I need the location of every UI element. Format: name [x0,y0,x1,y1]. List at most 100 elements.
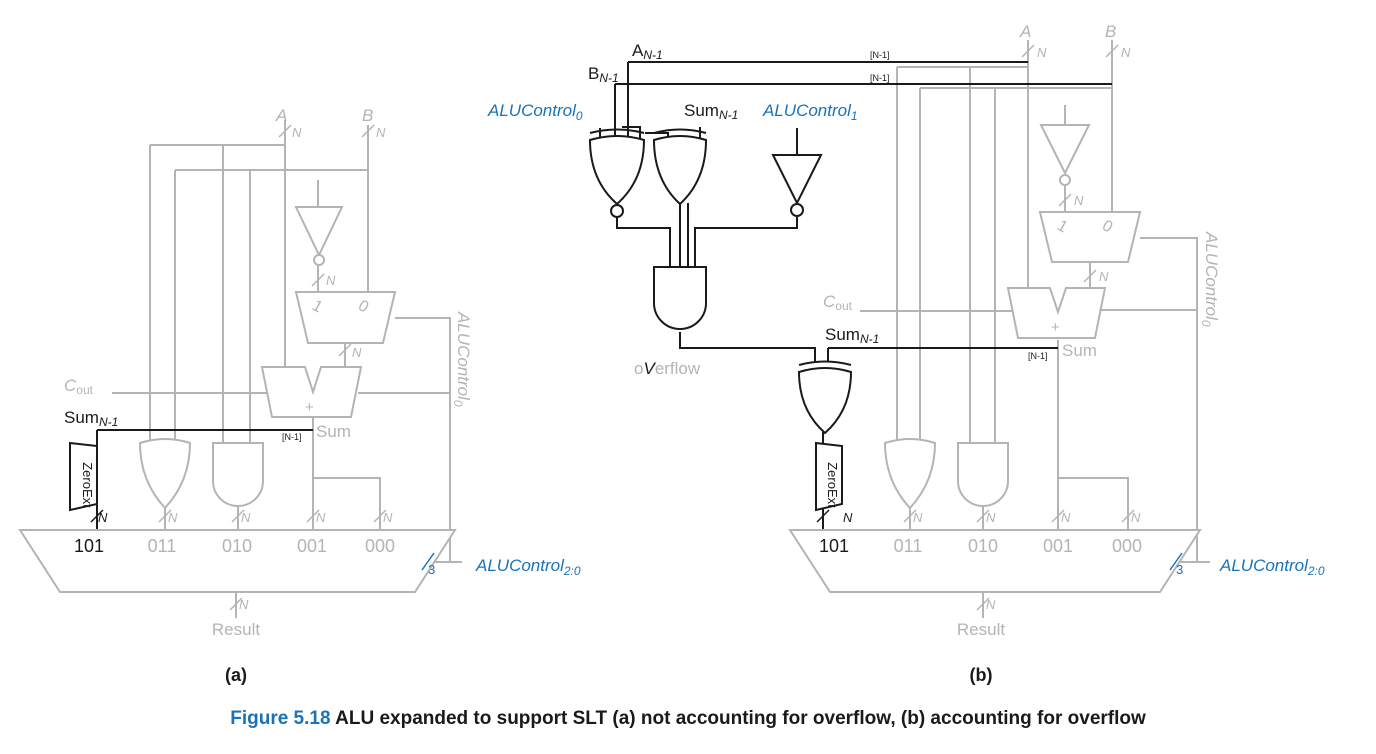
adder-plus: + [1051,319,1060,336]
label-a: A [275,106,287,125]
label-n: N [239,597,249,612]
svg-text:oVerflow: oVerflow [634,359,701,378]
label-cout: C [64,376,77,395]
label-sum-n1: Sum [684,101,719,120]
xnor-gate [588,135,646,206]
label-n: N [1099,269,1109,284]
label-n: N [98,510,108,525]
alucontrol1-inverter-bubble [790,203,804,217]
label-n: N [376,125,386,140]
svg-text:ALUControl0: ALUControl0 [451,311,473,407]
panel-b-label: (b) [970,665,993,685]
label-alucontrol-0-sub: 0 [1199,320,1213,327]
inverter-gate [294,206,344,258]
label-overflow-o: o [634,359,643,378]
label-sum-n1-sub: N-1 [99,415,118,429]
svg-text:ALUControl2:0: ALUControl2:0 [475,556,581,578]
svg-text:ALUControl2:0: ALUControl2:0 [1219,556,1325,578]
label-a-n1: A [632,41,644,60]
figure-caption: Figure 5.18 ALU expanded to support SLT … [0,708,1376,730]
mux-input-001: 001 [1043,536,1073,556]
label-a: A [1019,22,1031,41]
zeroext-slash [816,509,830,523]
panel-a-label: (a) [225,665,247,685]
label-result: Result [957,620,1005,639]
zeroext-slash [90,509,104,523]
mux-gate [294,291,397,344]
label-n: N [986,597,996,612]
label-alucontrol-0: ALUControl [1202,231,1221,321]
select-slash [421,552,435,571]
label-n: N [241,510,251,525]
adder-block [1006,287,1107,339]
label-n: N [383,510,393,525]
mux-input-101: 101 [819,536,849,556]
label-alucontrol-sub: 2:0 [563,564,581,578]
panel-b-active-wires [599,61,1112,530]
label-cout-sub: out [835,299,852,313]
label-n: N [292,125,302,140]
label-a-n1-sub: N-1 [643,48,662,62]
label-sum-n1: Sum [64,408,99,427]
label-n1-bracket: [N-1] [282,432,302,442]
label-alucontrol-1: ALUControl [762,101,852,120]
label-n: N [352,345,362,360]
label-sum: Sum [1062,341,1097,360]
mux-input-001: 001 [297,536,327,556]
panel-b-active-gates [588,128,853,435]
svg-text:SumN-1: SumN-1 [684,101,738,122]
svg-text:AN-1: AN-1 [632,41,663,62]
and-gate [957,442,1009,507]
label-n1-bracket: [N-1] [1028,351,1048,361]
label-n: N [1037,45,1047,60]
zeroext-block [815,441,843,512]
label-overflow-rest: erflow [655,359,701,378]
label-n: N [168,510,178,525]
label-n1-bracket: [N-1] [870,50,890,60]
panel-b-inactive-gates [788,124,1202,593]
mux-input-010: 010 [968,536,998,556]
label-alucontrol-0: ALUControl [454,311,473,401]
svg-text:BN-1: BN-1 [588,64,619,85]
label-n: N [986,510,996,525]
adder-block [260,366,363,418]
label-b-n1: B [588,64,599,83]
panel-b-labels: A B N N N N 1 0 + Sum Cout SumN-1 [N-1] … [487,22,1325,685]
svg-text:ALUControl0: ALUControl0 [1199,231,1221,327]
label-alucontrol-1-sub: 1 [851,109,858,123]
label-n: N [843,510,853,525]
inverter-bubble [313,254,325,266]
label-n: N [1121,45,1131,60]
panel-a: A B N N N N 1 0 + Sum Cout SumN-1 [N-1] … [18,106,581,685]
panel-b-inactive-wires [860,40,1210,618]
label-n: N [326,273,336,288]
xor-gate [652,135,708,206]
label-sum-n1-sub: N-1 [719,108,738,122]
label-overflow-v: V [643,359,656,378]
mux-input-101: 101 [74,536,104,556]
adder-plus: + [305,399,314,416]
label-alucontrol-0: ALUControl [487,101,577,120]
or-gate [884,438,936,509]
label-cout: C [823,292,836,311]
panel-a-labels: A B N N N N 1 0 + Sum Cout SumN-1 [N-1] … [64,106,581,685]
overflow-and-gate [653,266,707,330]
label-n: N [913,510,923,525]
svg-text:SumN-1: SumN-1 [64,408,118,429]
mux-input-000: 000 [1112,536,1142,556]
label-result: Result [212,620,260,639]
label-alucontrol: ALUControl [475,556,565,575]
label-n1-bracket: [N-1] [870,73,890,83]
panel-b: A B N N N N 1 0 + Sum Cout SumN-1 [N-1] … [487,22,1325,685]
label-n: N [1074,193,1084,208]
label-alucontrol-0-sub: 0 [451,400,465,407]
panel-a-gates [18,206,457,593]
zeroext-block [69,441,98,512]
inverter-gate [1039,124,1091,176]
svg-text:Cout: Cout [64,376,94,397]
figure-caption-text: ALU expanded to support SLT (a) not acco… [335,708,1146,729]
label-n: N [1061,510,1071,525]
and-gate [212,442,264,507]
mux-input-011: 011 [148,536,177,556]
mux-gate [1038,211,1142,263]
